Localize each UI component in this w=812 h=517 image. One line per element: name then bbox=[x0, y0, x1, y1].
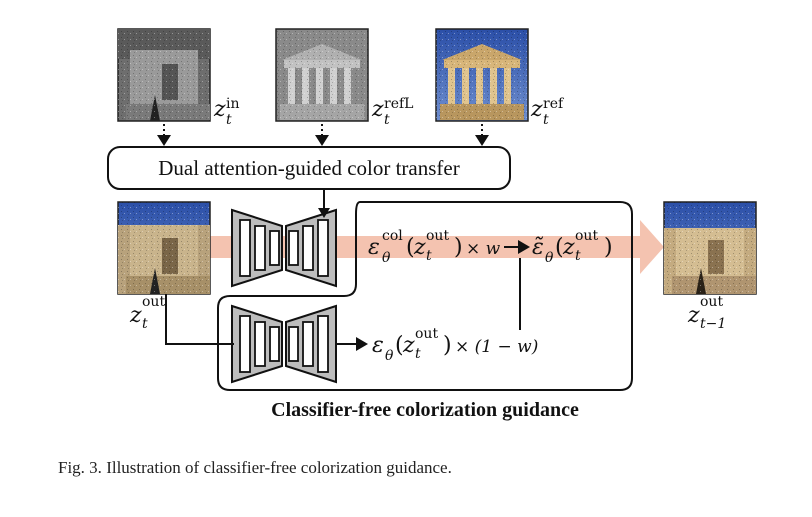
svg-text:t: t bbox=[142, 316, 148, 332]
svg-text:t: t bbox=[384, 112, 390, 128]
label-z-refL: z refL t bbox=[371, 96, 413, 128]
image-z-refL bbox=[275, 28, 369, 122]
arrow-lower-network-to-eps bbox=[336, 337, 368, 351]
svg-text:refL: refL bbox=[384, 96, 413, 112]
svg-text:z: z bbox=[371, 97, 384, 122]
svg-text:z: z bbox=[530, 97, 543, 122]
svg-text:t: t bbox=[226, 112, 232, 128]
figure-caption: Fig. 3. Illustration of classifier-free … bbox=[58, 458, 452, 478]
svg-text:(: ( bbox=[555, 235, 564, 260]
svg-text:t−1: t−1 bbox=[700, 316, 726, 332]
image-z-ref bbox=[435, 28, 529, 122]
formula-eps-col: ε col θ ( z out t ) × w bbox=[368, 228, 501, 266]
svg-text:z: z bbox=[562, 235, 575, 260]
svg-text:t: t bbox=[415, 346, 421, 362]
image-z-out bbox=[117, 201, 211, 295]
formula-eps-lower: ε θ ( z out t ) × (1 − w) bbox=[372, 326, 538, 364]
arrow-to-eps-tilde bbox=[504, 240, 530, 254]
svg-text:out: out bbox=[575, 228, 598, 244]
network-upper bbox=[231, 208, 337, 288]
svg-text:z: z bbox=[687, 303, 700, 328]
svg-text:t: t bbox=[426, 248, 432, 264]
svg-text:ε: ε bbox=[368, 235, 380, 260]
arrows-to-color-transfer bbox=[157, 124, 489, 146]
svg-text:θ: θ bbox=[545, 250, 554, 266]
network-lower bbox=[231, 304, 337, 384]
caption-prefix: Fig. 3. bbox=[58, 458, 102, 477]
label-z-ref: z ref t bbox=[530, 96, 565, 128]
label-z-in: z in t bbox=[213, 96, 240, 128]
svg-text:ε̃: ε̃ bbox=[532, 235, 544, 260]
svg-text:): ) bbox=[604, 235, 613, 260]
svg-text:t: t bbox=[543, 112, 549, 128]
svg-text:t: t bbox=[575, 248, 581, 264]
svg-text:ref: ref bbox=[543, 96, 565, 112]
image-z-next bbox=[663, 201, 757, 295]
svg-text:z: z bbox=[129, 303, 142, 328]
svg-text:× w: × w bbox=[466, 239, 501, 259]
svg-text:(: ( bbox=[395, 333, 404, 358]
svg-text:out: out bbox=[426, 228, 449, 244]
svg-text:out: out bbox=[142, 294, 165, 310]
svg-text:): ) bbox=[454, 235, 463, 260]
svg-text:): ) bbox=[443, 333, 452, 358]
caption-text: Illustration of classifier-free coloriza… bbox=[106, 458, 452, 477]
svg-text:× (1 − w): × (1 − w) bbox=[455, 337, 538, 357]
svg-text:ε: ε bbox=[372, 333, 384, 358]
svg-text:z: z bbox=[213, 97, 226, 122]
label-z-next: z out t−1 bbox=[687, 294, 726, 332]
arrow-color-transfer-to-network bbox=[318, 189, 330, 218]
formula-eps-tilde: ε̃ θ ( z out t ) bbox=[532, 228, 613, 266]
color-transfer-box: Dual attention-guided color transfer bbox=[107, 146, 511, 190]
image-z-in bbox=[117, 28, 211, 122]
svg-text:(: ( bbox=[406, 235, 415, 260]
svg-text:out: out bbox=[415, 326, 438, 342]
svg-text:θ: θ bbox=[382, 250, 391, 266]
svg-text:θ: θ bbox=[385, 348, 394, 364]
svg-text:col: col bbox=[382, 228, 403, 244]
svg-text:out: out bbox=[700, 294, 723, 310]
label-z-out: z out t bbox=[129, 294, 165, 332]
guidance-title: Classifier-free colorization guidance bbox=[271, 399, 579, 421]
svg-text:z: z bbox=[413, 235, 426, 260]
svg-text:z: z bbox=[402, 333, 415, 358]
svg-text:in: in bbox=[226, 96, 240, 112]
arrow-input-to-lower-network bbox=[165, 294, 234, 345]
guidance-box bbox=[217, 201, 633, 391]
svg-text:Dual attention-guided color tr: Dual attention-guided color transfer bbox=[158, 156, 459, 180]
